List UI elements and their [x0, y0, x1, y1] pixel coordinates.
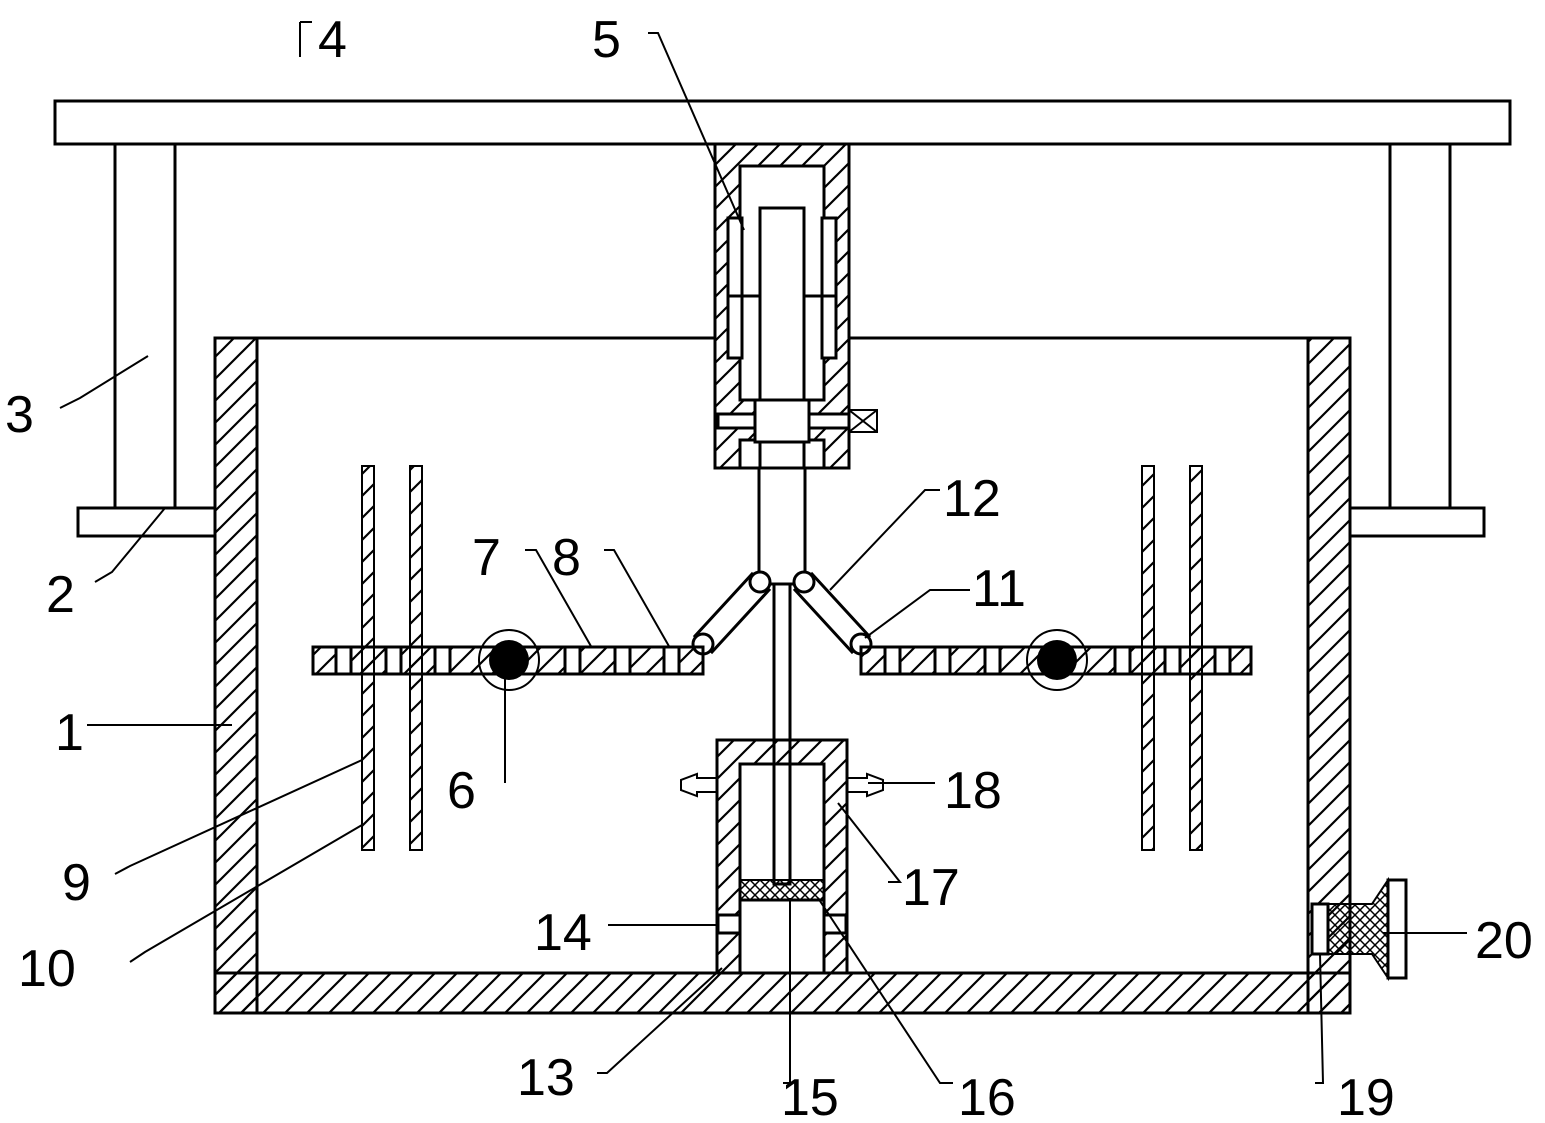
reference-numerals: 4 5 3 2 12 7 8 11 1 6 18 17 9 14 20 10 1… [5, 11, 1533, 1123]
cylinder-housing [713, 142, 878, 586]
top-plate [53, 99, 1512, 146]
label-20: 20 [1475, 912, 1533, 970]
leader-lines [59, 21, 1467, 1084]
linkage [691, 570, 873, 656]
drain-valve [1327, 876, 1408, 982]
label-5: 5 [592, 11, 621, 69]
label-2: 2 [46, 566, 75, 624]
pump-cylinder [680, 738, 884, 975]
label-19: 19 [1337, 1069, 1395, 1123]
label-11: 11 [972, 560, 1026, 618]
label-7: 7 [472, 529, 501, 587]
label-8: 8 [552, 529, 581, 587]
left-support-leg [113, 142, 177, 510]
label-10: 10 [18, 940, 76, 998]
label-12: 12 [943, 470, 1001, 528]
label-3: 3 [5, 386, 34, 444]
label-15: 15 [781, 1069, 839, 1123]
right-pivot [1026, 629, 1088, 691]
drain-outlet [1310, 902, 1330, 956]
label-16: 16 [958, 1069, 1016, 1123]
label-4: 4 [318, 11, 347, 69]
left-stirring-plates [361, 465, 423, 851]
label-6: 6 [447, 762, 476, 820]
label-17: 17 [902, 859, 960, 917]
box-body [213, 336, 1352, 1015]
label-18: 18 [944, 762, 1002, 820]
right-stirring-plates [1141, 465, 1203, 851]
right-support-leg [1388, 142, 1452, 510]
right-mounting-lug [1348, 506, 1486, 538]
left-pivot [478, 629, 540, 691]
label-1: 1 [55, 704, 84, 762]
label-13: 13 [517, 1049, 575, 1107]
label-14: 14 [534, 904, 592, 962]
label-9: 9 [62, 854, 91, 912]
